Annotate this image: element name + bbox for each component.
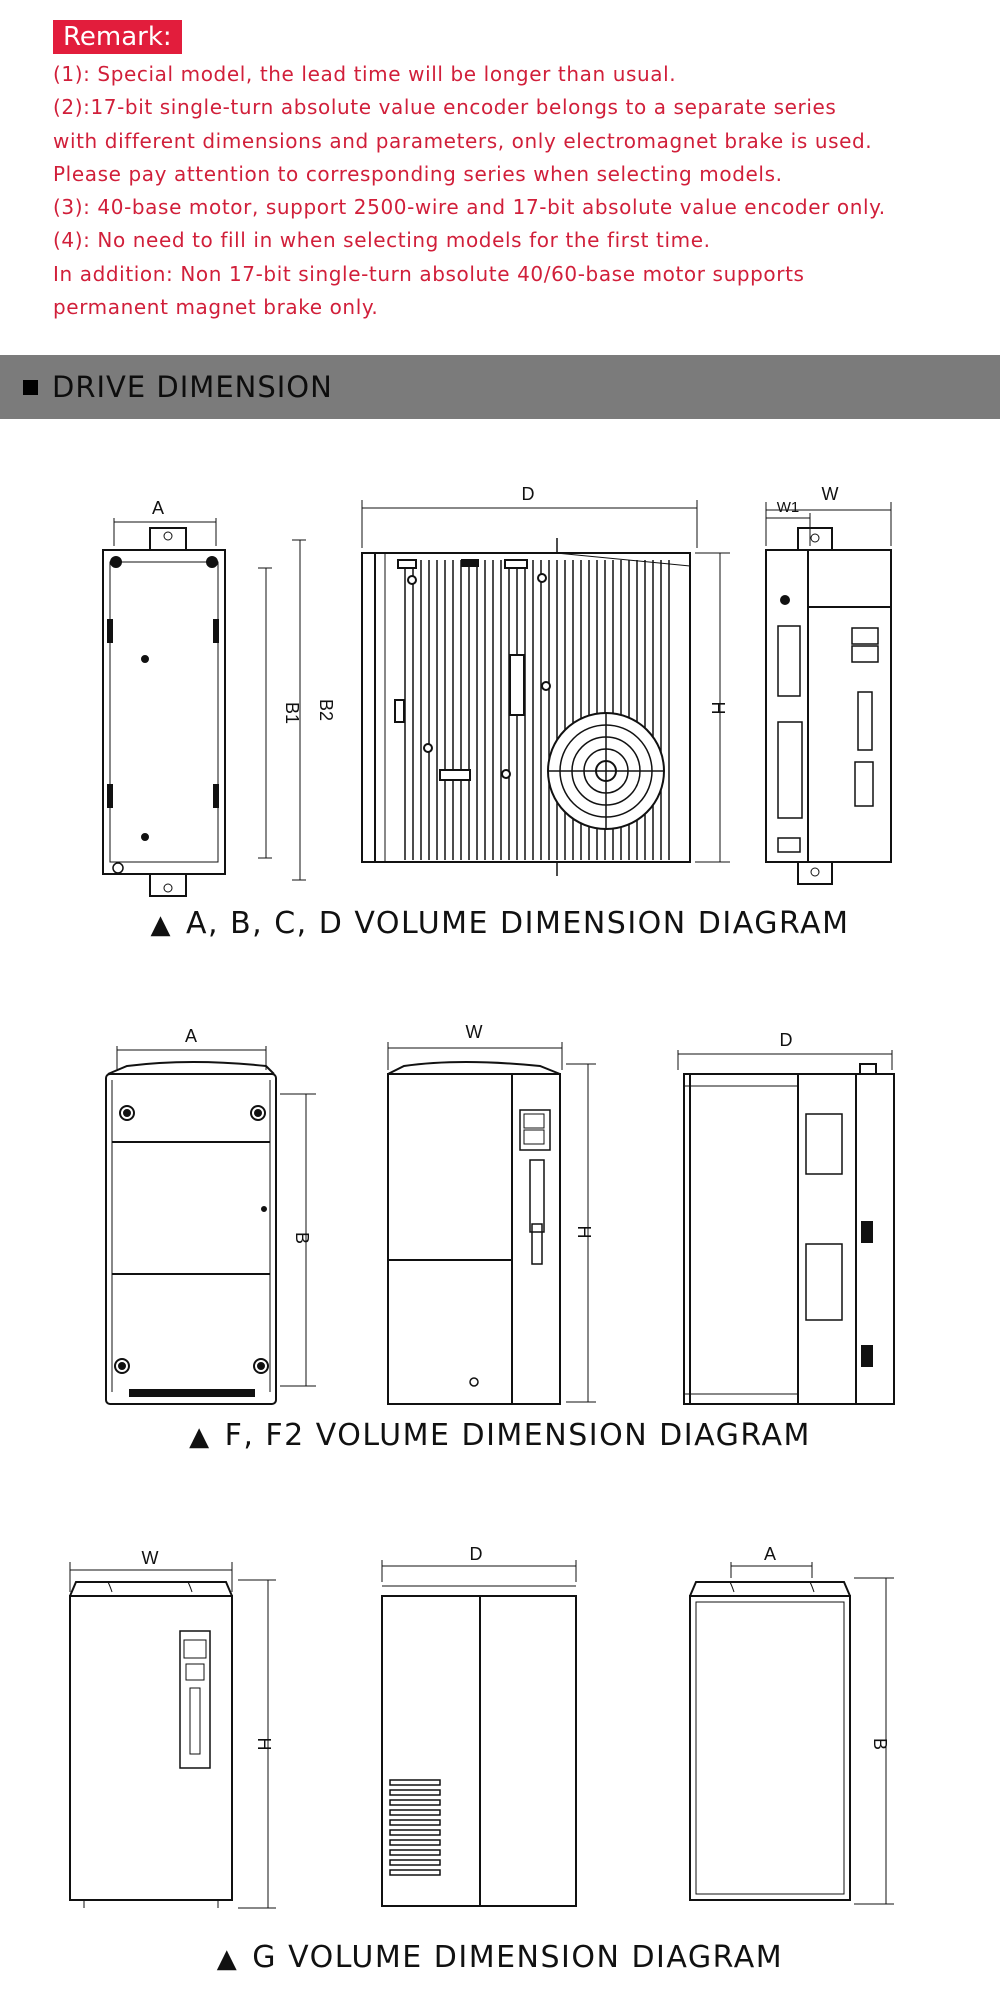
caption-abcd: ▲ A, B, C, D VOLUME DIMENSION DIAGRAM: [0, 906, 1000, 941]
dim-label: D: [470, 1544, 483, 1564]
dim-label: H: [708, 702, 728, 715]
drawing-connector-view: [387, 1042, 596, 1405]
triangle-icon: ▲: [189, 1422, 211, 1452]
remark-line: (2):17-bit single-turn absolute value en…: [53, 95, 837, 120]
dim-label: B: [870, 1738, 890, 1750]
dim-label: W1: [777, 499, 800, 516]
remark-line: permanent magnet brake only.: [53, 295, 379, 320]
triangle-icon: ▲: [150, 910, 172, 940]
drawing-front-view: [69, 1562, 276, 1909]
dim-label: W: [822, 484, 839, 504]
diagram-f-f2: A B W H D: [0, 1002, 1000, 1412]
drawing-connector-view: [765, 502, 892, 885]
dim-label: B2: [316, 699, 336, 721]
dim-label: W: [142, 1548, 159, 1568]
dim-label: H: [574, 1226, 594, 1239]
triangle-icon: ▲: [216, 1944, 239, 1974]
caption-text: G VOLUME DIMENSION DIAGRAM: [252, 1940, 784, 1975]
remark-line: Please pay attention to corresponding se…: [53, 161, 783, 186]
dim-label: W: [466, 1022, 483, 1042]
remark-line: (1): Special model, the lead time will b…: [53, 62, 677, 86]
section-title: DRIVE DIMENSION: [52, 370, 333, 404]
remark-line: with different dimensions and parameters…: [53, 128, 873, 153]
caption-f-f2: ▲ F, F2 VOLUME DIMENSION DIAGRAM: [0, 1418, 1000, 1453]
dim-label: A: [185, 1026, 197, 1046]
drawing-front-view: [361, 500, 730, 876]
drawing-side-view: [381, 1560, 577, 1907]
dim-label: B1: [282, 702, 302, 724]
remark-line: In addition: Non 17-bit single-turn abso…: [53, 261, 805, 286]
drawing-front-view: [105, 1046, 316, 1405]
drawing-side-view: [677, 1050, 895, 1405]
diagram-abcd: A B1 B2 D H W W1: [0, 440, 1000, 900]
remark-line: (3): 40-base motor, support 2500-wire an…: [53, 195, 886, 220]
dim-label: H: [254, 1738, 274, 1751]
remark-badge: Remark:: [53, 20, 182, 54]
dim-label: A: [764, 1544, 776, 1564]
drawing-side-view: [102, 518, 306, 897]
caption-text: A, B, C, D VOLUME DIMENSION DIAGRAM: [185, 906, 850, 941]
square-icon: [23, 379, 38, 395]
dim-label: D: [522, 484, 535, 504]
dim-label: D: [780, 1030, 793, 1050]
section-header: DRIVE DIMENSION: [0, 355, 1000, 419]
remark-line: (4): No need to fill in when selecting m…: [53, 228, 711, 253]
diagram-g: W H D A B: [0, 1520, 1000, 1930]
drawing-back-view: [689, 1562, 894, 1905]
caption-text: F, F2 VOLUME DIMENSION DIAGRAM: [224, 1418, 811, 1453]
remark-list: (1): Special model, the lead time will b…: [53, 58, 973, 324]
caption-g: ▲ G VOLUME DIMENSION DIAGRAM: [0, 1940, 1000, 1975]
dim-label: A: [152, 498, 164, 518]
dim-label: B: [292, 1232, 312, 1244]
